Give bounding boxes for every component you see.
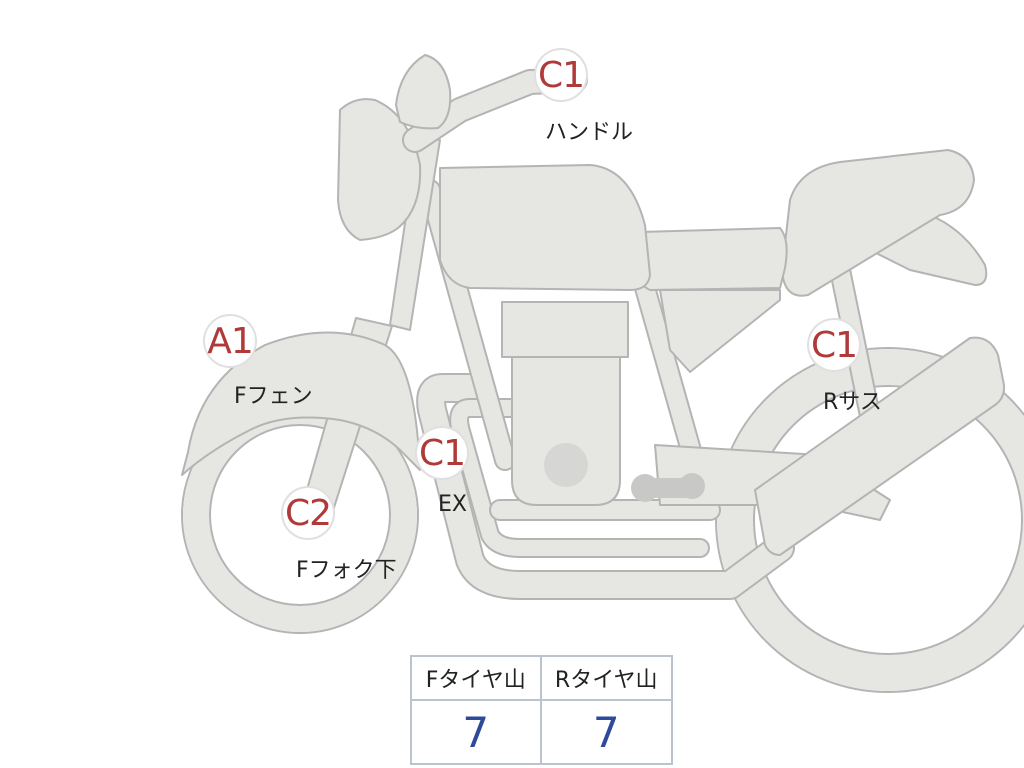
rear-tire-value: 7: [592, 707, 620, 757]
rear-tire-header: Rタイヤ山: [541, 657, 671, 701]
marker-rear-suspension-code: C1: [809, 320, 859, 370]
front-tire-value: 7: [412, 701, 542, 763]
rear-wheel: [715, 347, 1024, 693]
marker-front-fork-lower-label: Fフォク下: [296, 558, 397, 583]
side-cover: [659, 289, 781, 373]
fuel-tank: [439, 164, 651, 291]
marker-front-fork-lower-code: C2: [283, 488, 333, 538]
muffler: [754, 336, 1006, 556]
marker-exhaust-code: C1: [417, 428, 467, 478]
marker-handle-label: ハンドル: [545, 120, 634, 145]
exhaust-pipes: [416, 373, 795, 600]
marker-handle-code: C1: [536, 50, 586, 100]
marker-rear-suspension-label: Rサス: [823, 390, 882, 415]
engine: [501, 301, 629, 506]
marker-exhaust-label: EX: [438, 492, 467, 517]
tire-tread-table: Fタイヤ山 Rタイヤ山 7 7: [410, 655, 673, 765]
seat-front: [638, 227, 788, 291]
marker-front-fender-label: Fフェン: [234, 384, 313, 409]
headlight: [337, 98, 422, 241]
marker-front-fender-code: A1: [205, 316, 255, 366]
seat: [781, 149, 975, 297]
front-tire-header: Fタイヤ山: [412, 657, 542, 701]
